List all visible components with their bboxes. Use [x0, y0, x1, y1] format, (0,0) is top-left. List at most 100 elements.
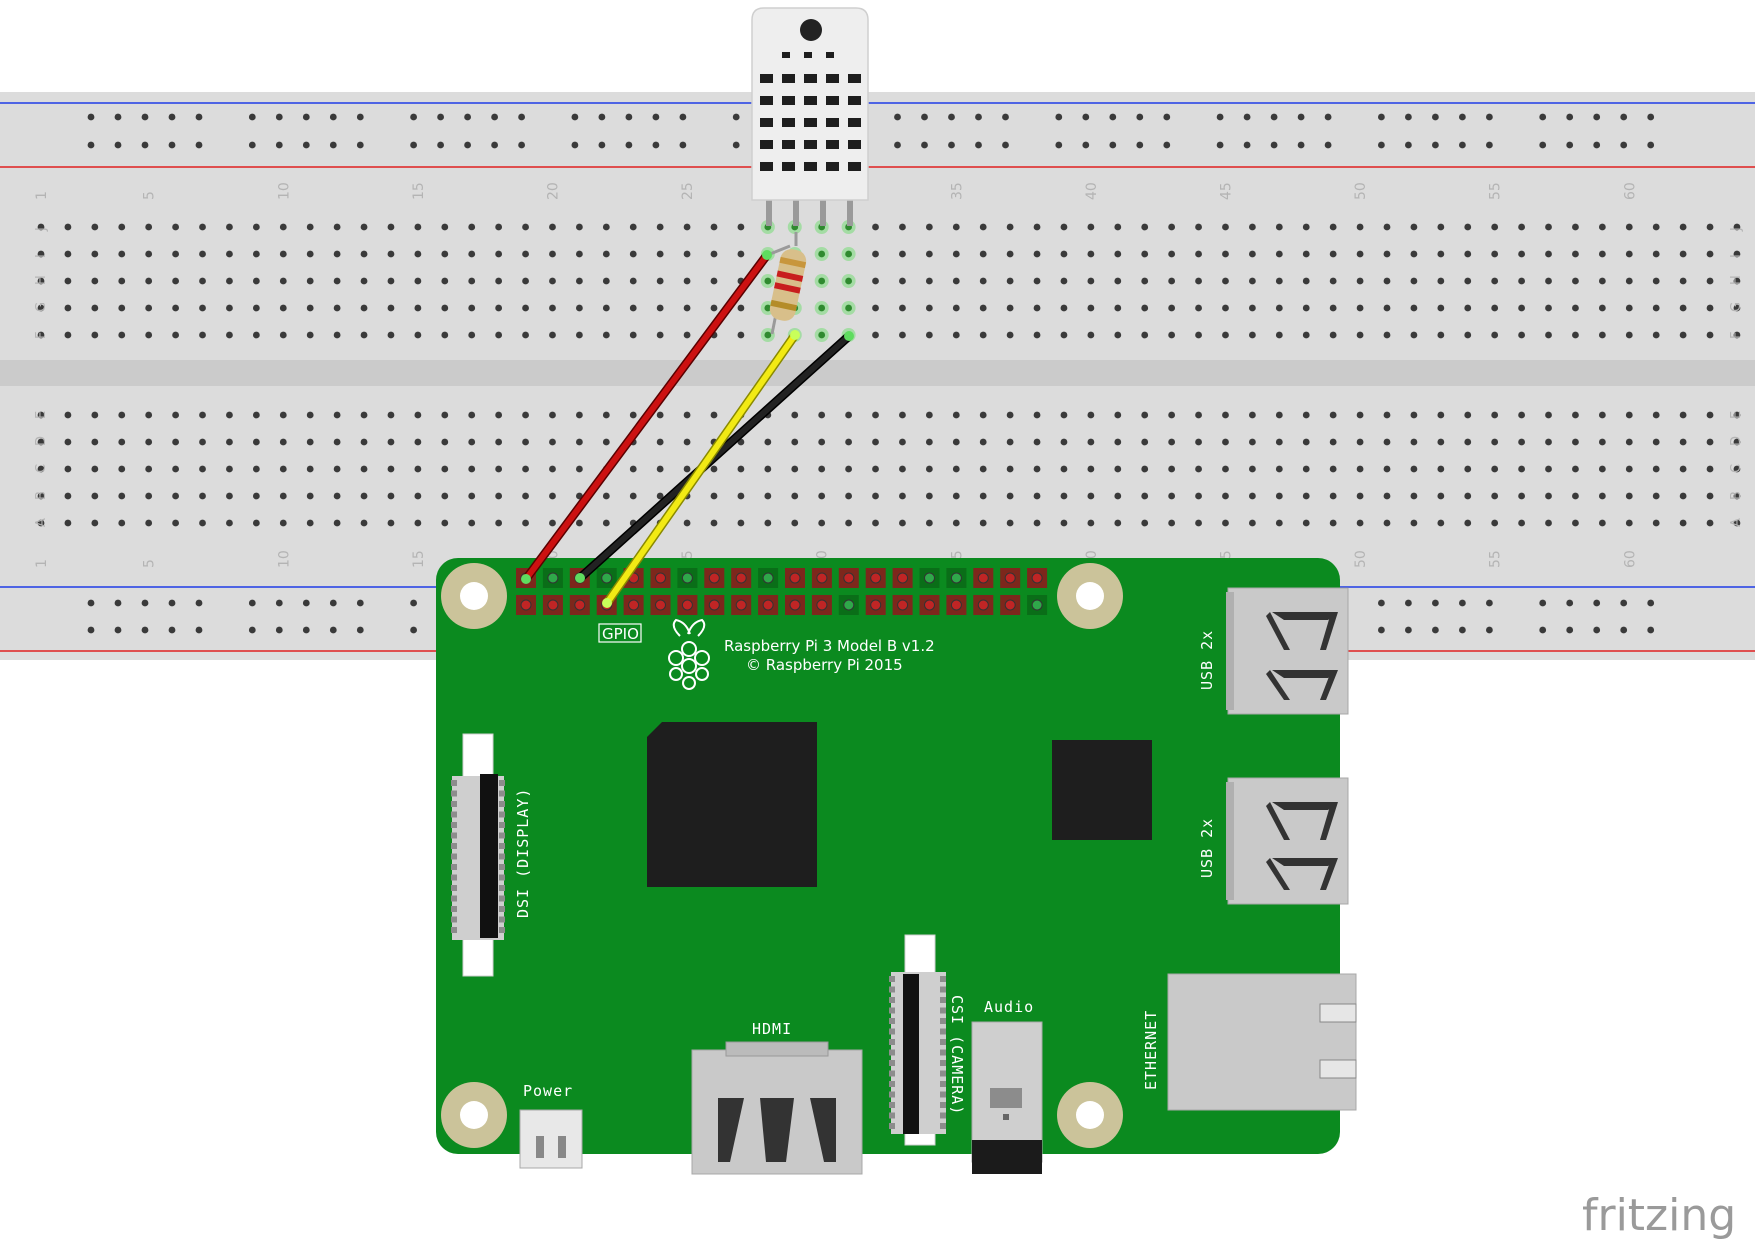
- rail-hole[interactable]: [491, 113, 498, 121]
- breadboard-hole[interactable]: [306, 438, 314, 446]
- breadboard-hole[interactable]: [1437, 277, 1445, 285]
- breadboard-hole[interactable]: [764, 277, 772, 285]
- breadboard-hole[interactable]: [1625, 519, 1633, 527]
- rail-hole[interactable]: [1405, 141, 1412, 149]
- breadboard-hole[interactable]: [1275, 438, 1283, 446]
- breadboard-hole[interactable]: [468, 277, 476, 285]
- breadboard-hole[interactable]: [818, 519, 826, 527]
- rail-hole[interactable]: [1405, 626, 1412, 634]
- rail-hole[interactable]: [1324, 113, 1332, 121]
- breadboard-hole[interactable]: [602, 304, 610, 312]
- breadboard-hole[interactable]: [710, 304, 718, 312]
- breadboard-hole[interactable]: [818, 465, 826, 473]
- breadboard-hole[interactable]: [522, 465, 529, 473]
- rail-hole[interactable]: [356, 113, 364, 121]
- rail-hole[interactable]: [1405, 599, 1412, 607]
- breadboard-hole[interactable]: [1329, 250, 1337, 258]
- breadboard-hole[interactable]: [1598, 492, 1606, 500]
- breadboard-hole[interactable]: [252, 250, 260, 258]
- breadboard-hole[interactable]: [252, 465, 260, 473]
- breadboard-hole[interactable]: [1491, 465, 1499, 473]
- breadboard-hole[interactable]: [118, 304, 126, 312]
- breadboard-hole[interactable]: [226, 438, 233, 446]
- breadboard-hole[interactable]: [1518, 250, 1525, 258]
- breadboard-hole[interactable]: [764, 465, 772, 473]
- breadboard-hole[interactable]: [522, 277, 529, 285]
- breadboard-hole[interactable]: [710, 519, 718, 527]
- breadboard-hole[interactable]: [1356, 465, 1364, 473]
- gpio-pin[interactable]: [735, 599, 747, 611]
- breadboard-hole[interactable]: [118, 250, 126, 258]
- rail-hole[interactable]: [652, 113, 660, 121]
- breadboard-hole[interactable]: [1598, 277, 1606, 285]
- breadboard-hole[interactable]: [1141, 250, 1149, 258]
- breadboard-hole[interactable]: [1625, 438, 1633, 446]
- breadboard-hole[interactable]: [387, 250, 395, 258]
- breadboard-hole[interactable]: [629, 277, 637, 285]
- breadboard-hole[interactable]: [710, 492, 718, 500]
- breadboard-hole[interactable]: [1410, 411, 1418, 419]
- breadboard-hole[interactable]: [1437, 411, 1445, 419]
- breadboard-hole[interactable]: [1222, 492, 1229, 500]
- breadboard-hole[interactable]: [387, 492, 395, 500]
- breadboard-hole[interactable]: [172, 277, 180, 285]
- breadboard-hole[interactable]: [1545, 223, 1552, 231]
- breadboard-hole[interactable]: [656, 277, 664, 285]
- breadboard-hole[interactable]: [468, 465, 476, 473]
- breadboard-hole[interactable]: [1679, 304, 1687, 312]
- breadboard-hole[interactable]: [1491, 411, 1499, 419]
- rail-hole[interactable]: [410, 599, 417, 607]
- breadboard-hole[interactable]: [925, 331, 933, 339]
- rail-hole[interactable]: [1593, 141, 1601, 149]
- breadboard-hole[interactable]: [737, 250, 745, 258]
- rail-hole[interactable]: [1378, 626, 1385, 634]
- breadboard-hole[interactable]: [172, 331, 180, 339]
- breadboard-hole[interactable]: [172, 304, 180, 312]
- rail-hole[interactable]: [1539, 599, 1547, 607]
- breadboard-hole[interactable]: [118, 223, 126, 231]
- breadboard-hole[interactable]: [629, 331, 637, 339]
- breadboard-hole[interactable]: [1545, 519, 1552, 527]
- breadboard-hole[interactable]: [737, 331, 745, 339]
- rail-hole[interactable]: [114, 599, 122, 607]
- breadboard-hole[interactable]: [656, 411, 664, 419]
- breadboard-hole[interactable]: [333, 223, 341, 231]
- breadboard-hole[interactable]: [441, 465, 449, 473]
- breadboard-hole[interactable]: [764, 519, 772, 527]
- breadboard-hole[interactable]: [1114, 411, 1122, 419]
- gpio-pin[interactable]: [789, 599, 801, 611]
- rail-hole[interactable]: [1082, 141, 1090, 149]
- breadboard-hole[interactable]: [1168, 438, 1176, 446]
- breadboard-hole[interactable]: [414, 465, 422, 473]
- breadboard-hole[interactable]: [1141, 519, 1149, 527]
- breadboard-hole[interactable]: [952, 223, 960, 231]
- breadboard-hole[interactable]: [979, 277, 987, 285]
- breadboard-hole[interactable]: [91, 492, 99, 500]
- breadboard-hole[interactable]: [1545, 411, 1552, 419]
- gpio-pin[interactable]: [789, 572, 801, 584]
- breadboard-hole[interactable]: [845, 304, 852, 312]
- gpio-pin[interactable]: [897, 599, 909, 611]
- breadboard-hole[interactable]: [1679, 250, 1687, 258]
- rail-hole[interactable]: [1620, 113, 1628, 121]
- rail-hole[interactable]: [1378, 113, 1385, 121]
- breadboard-hole[interactable]: [1006, 438, 1014, 446]
- breadboard-hole[interactable]: [522, 519, 529, 527]
- breadboard-hole[interactable]: [279, 411, 287, 419]
- breadboard-hole[interactable]: [1249, 519, 1256, 527]
- rail-hole[interactable]: [679, 141, 687, 149]
- breadboard-hole[interactable]: [549, 331, 556, 339]
- gpio-pin[interactable]: [1031, 572, 1043, 584]
- breadboard-hole[interactable]: [602, 492, 610, 500]
- breadboard-hole[interactable]: [1302, 519, 1310, 527]
- breadboard-hole[interactable]: [818, 492, 826, 500]
- breadboard-hole[interactable]: [872, 519, 879, 527]
- breadboard-hole[interactable]: [629, 304, 637, 312]
- rail-hole[interactable]: [1620, 599, 1628, 607]
- breadboard-hole[interactable]: [333, 331, 341, 339]
- breadboard-hole[interactable]: [737, 465, 745, 473]
- breadboard-hole[interactable]: [1706, 438, 1714, 446]
- rail-hole[interactable]: [598, 113, 606, 121]
- rail-hole[interactable]: [1593, 113, 1601, 121]
- rail-hole[interactable]: [275, 626, 283, 634]
